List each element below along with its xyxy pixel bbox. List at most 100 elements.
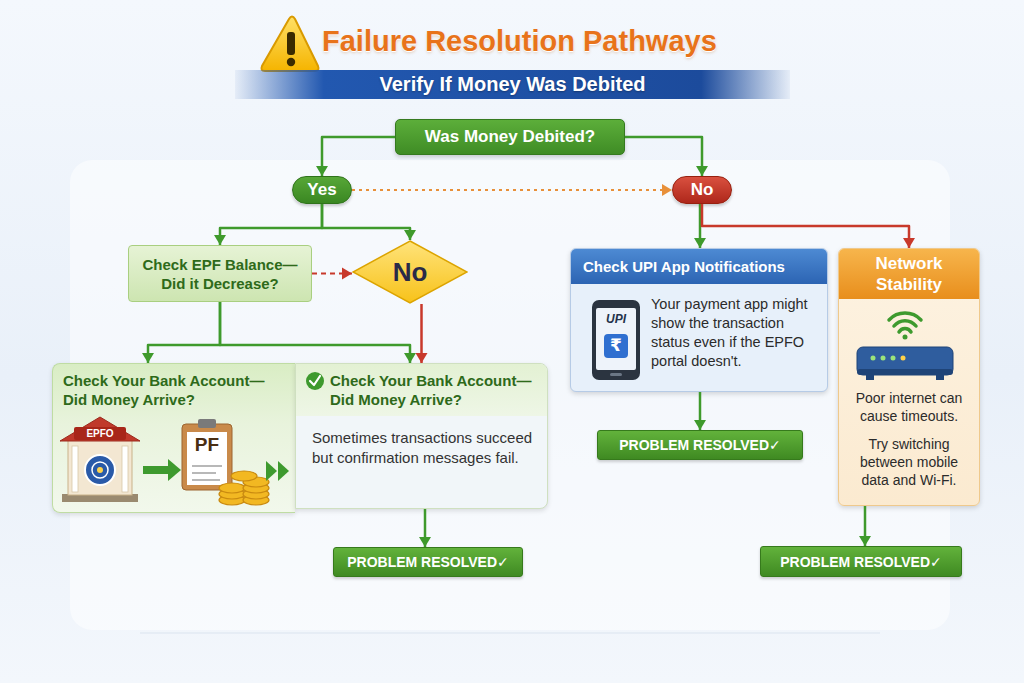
phone-icon	[610, 373, 622, 376]
node-text: Was Money Debited?	[425, 127, 595, 147]
warning-icon	[261, 17, 318, 72]
node-text: Check Your Bank Account—Did Money Arrive…	[296, 364, 547, 416]
double-chevron	[266, 461, 289, 481]
epfo-building	[72, 446, 78, 492]
flow-connector	[702, 204, 915, 248]
warning-icon	[261, 17, 318, 72]
subtitle-band: Verify If Money Was Debited	[235, 70, 790, 99]
flow-connector	[416, 304, 428, 363]
node-text: Network Stability	[839, 249, 979, 299]
result-box: PROBLEM RESOLVED✓	[597, 430, 803, 460]
flow-arrow-icon	[168, 459, 181, 481]
connector-line	[352, 189, 672, 191]
arrow-head	[316, 166, 328, 176]
arrow-head	[142, 353, 154, 363]
pf-clipboard	[192, 472, 216, 474]
check-circle-icon	[310, 376, 320, 385]
node-text: Try switching between mobile data and Wi…	[845, 435, 973, 489]
wifi-router-icon	[936, 375, 944, 380]
currency-symbol: ₹	[604, 334, 628, 358]
warning-icon	[287, 32, 295, 55]
node-text: Yes	[307, 180, 336, 200]
flow-connector	[220, 302, 416, 363]
node-text: PROBLEM RESOLVED✓	[780, 554, 942, 570]
gold-coins	[219, 483, 245, 493]
arrow-head	[416, 353, 428, 363]
node-text: Sometimes transactions succeed but confi…	[312, 428, 535, 468]
wifi-router-icon	[857, 313, 953, 380]
epfo-building	[60, 417, 140, 502]
connector-line	[625, 137, 702, 176]
epfo-building	[122, 446, 128, 492]
app-name: UPI	[596, 312, 636, 326]
question-box: Was Money Debited?	[395, 119, 625, 155]
wifi-router-icon	[871, 356, 876, 361]
pf-clipboard	[192, 465, 222, 467]
diamond-outline	[352, 240, 468, 304]
wifi-router-icon	[903, 335, 908, 340]
arrow-head	[694, 238, 706, 248]
connector-line	[148, 302, 220, 363]
epfo-building	[60, 417, 140, 441]
process-box: Check EPF Balance—Did it Decrease?	[128, 245, 312, 302]
node-text: Check EPF Balance—Did it Decrease?	[137, 255, 303, 293]
epfo-building	[97, 467, 103, 473]
result-box: PROBLEM RESOLVED✓	[760, 546, 962, 577]
flow-connector	[312, 268, 352, 280]
phone-icon	[604, 334, 628, 358]
phone-icon	[596, 308, 636, 370]
node-text: No	[691, 180, 714, 200]
epfo-building	[85, 455, 115, 485]
arrow-head	[903, 238, 915, 248]
flow-connector	[694, 392, 706, 430]
arrow-head	[342, 268, 352, 280]
document-label: PF	[187, 434, 227, 456]
pf-clipboard	[182, 424, 232, 490]
node-text: Check Your Bank Account—Did Money Arrive…	[63, 371, 285, 409]
phone-icon	[592, 300, 640, 380]
flow-connector	[625, 137, 708, 176]
info-card: Network StabilityPoor internet can cause…	[838, 248, 980, 506]
double-chevron	[266, 461, 277, 481]
wifi-router-icon	[857, 347, 953, 375]
node-text: Verify If Money Was Debited	[380, 73, 646, 96]
pf-clipboard	[198, 419, 216, 428]
node-text: Your payment app might show the transact…	[651, 295, 821, 371]
wifi-router-icon	[894, 321, 916, 326]
wifi-router-icon	[899, 329, 911, 332]
double-chevron	[278, 461, 289, 481]
arrow-head	[696, 166, 708, 176]
pf-clipboard	[187, 432, 227, 485]
gold-coins	[231, 471, 257, 481]
flow-connector	[214, 204, 322, 245]
warning-icon	[287, 58, 295, 66]
node-text: Poor internet can cause timeouts.	[845, 389, 973, 425]
node-text: PROBLEM RESOLVED✓	[619, 437, 781, 453]
check-circle-icon	[306, 372, 324, 390]
logo-text: EPFO	[74, 428, 126, 439]
arrow-head	[662, 184, 672, 196]
check-panel: Check Your Bank Account—Did Money Arrive…	[295, 363, 548, 509]
arrow-head	[404, 353, 416, 363]
flow-connector	[859, 506, 871, 546]
connector-line	[220, 204, 322, 245]
node-text: No	[393, 257, 428, 288]
node-text: PROBLEM RESOLVED✓	[347, 554, 509, 570]
flow-arrow-icon	[143, 459, 181, 481]
footer-rule	[140, 633, 880, 634]
flow-connector	[352, 184, 672, 196]
flow-connector	[322, 204, 416, 240]
arrow-head	[859, 536, 871, 546]
phone-icon	[592, 300, 640, 380]
wifi-router-icon	[881, 356, 886, 361]
epfo-building	[74, 427, 126, 440]
result-box: PROBLEM RESOLVED✓	[333, 547, 523, 577]
check-circle-icon	[306, 372, 324, 390]
arrow-head	[419, 537, 431, 547]
epfo-building	[92, 462, 108, 478]
wifi-router-icon	[891, 356, 896, 361]
pf-clipboard	[192, 479, 220, 481]
flow-connector	[142, 302, 220, 363]
